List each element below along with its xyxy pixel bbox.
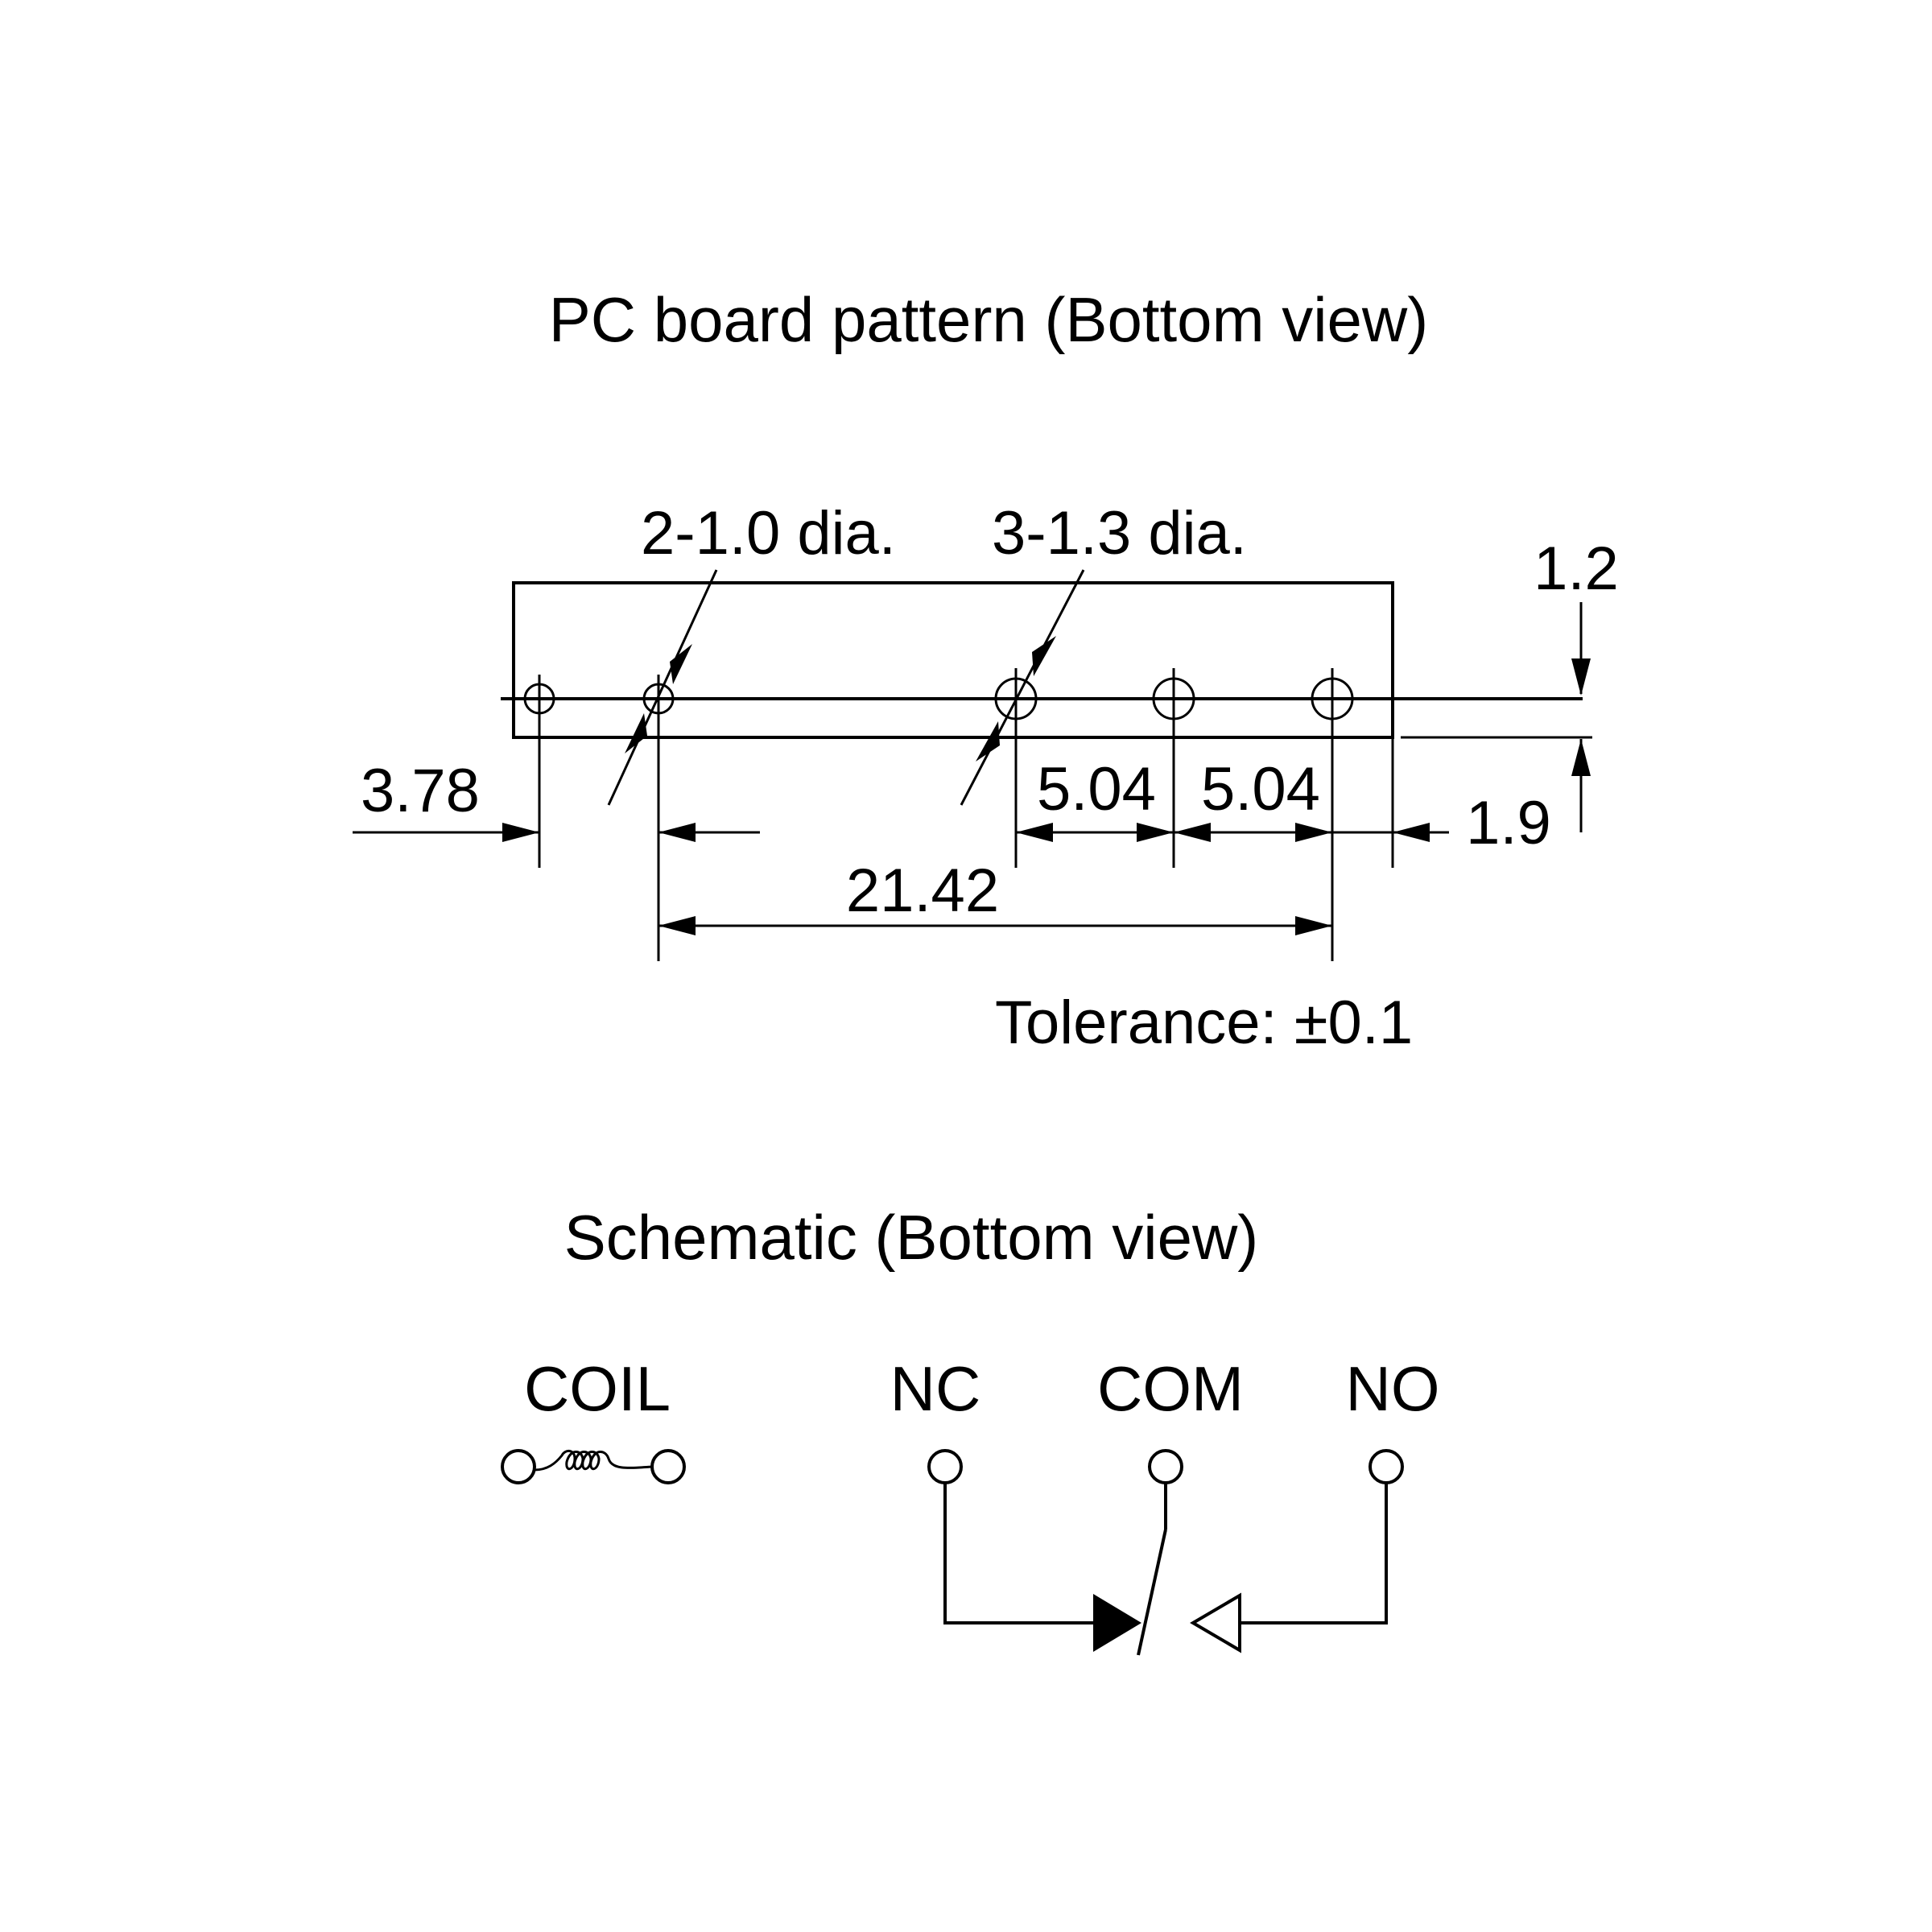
- dim-pitch: [1016, 823, 1332, 842]
- label-dim-pitch-2: 5.04: [1201, 755, 1320, 824]
- coil-symbol: [501, 1449, 686, 1484]
- label-large-hole: 3-1.3 dia.: [992, 499, 1247, 568]
- board-outline: [512, 581, 1394, 739]
- nc-terminal: [927, 1449, 1141, 1652]
- label-coil: COIL: [524, 1353, 671, 1424]
- label-no: NO: [1346, 1353, 1440, 1424]
- nc-contact-arrow: [1093, 1594, 1141, 1652]
- label-nc: NC: [890, 1353, 981, 1424]
- label-dim-height: 1.2: [1534, 535, 1619, 603]
- label-dim-left: 3.78: [361, 757, 480, 825]
- label-dim-total: 21.42: [846, 857, 999, 925]
- com-switch-blade: [1137, 1529, 1167, 1656]
- label-tolerance: Tolerance: ±0.1: [995, 989, 1413, 1057]
- dim-left: [353, 823, 760, 842]
- label-small-hole: 2-1.0 dia.: [641, 499, 896, 568]
- label-com: COM: [1097, 1353, 1244, 1424]
- schematic-title: Schematic (Bottom view): [564, 1202, 1259, 1273]
- leader-small-hole: [607, 569, 718, 806]
- com-terminal: [1137, 1449, 1183, 1656]
- no-contact-arrow: [1190, 1592, 1241, 1653]
- pcb-title: PC board pattern (Bottom view): [549, 284, 1428, 355]
- no-terminal: [1190, 1449, 1404, 1653]
- dim-right: [1332, 823, 1449, 842]
- dim-total: [658, 916, 1332, 935]
- label-dim-right: 1.9: [1466, 789, 1551, 857]
- leader-large-hole: [960, 569, 1085, 806]
- dim-height: [1401, 602, 1592, 832]
- label-dim-pitch-1: 5.04: [1037, 755, 1156, 824]
